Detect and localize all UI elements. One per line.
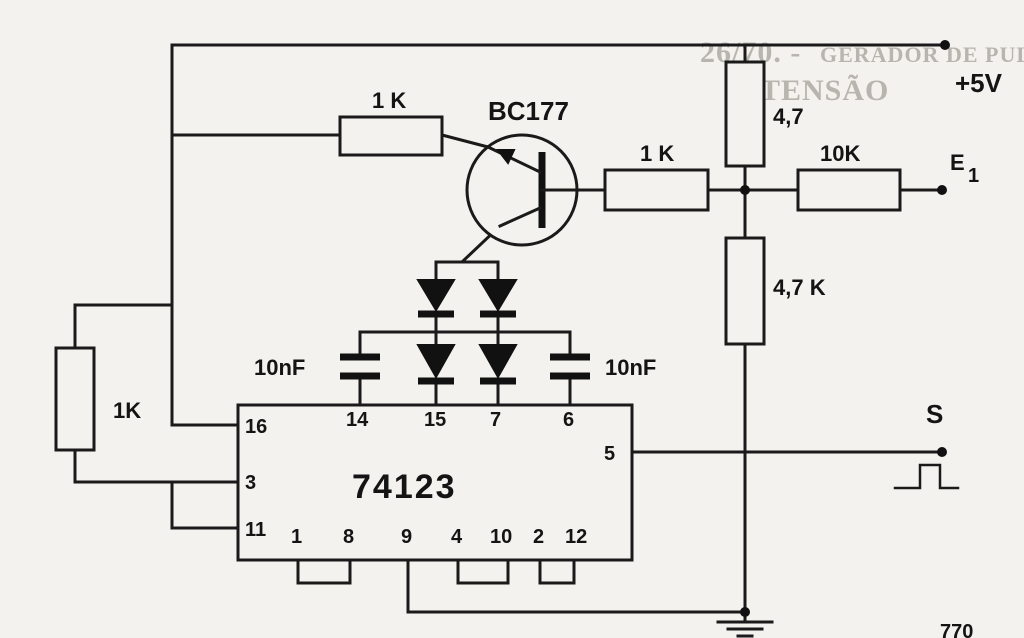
label-e1: E [950, 150, 965, 175]
label-r-4-7k: 4,7 K [773, 275, 826, 300]
diode-2 [478, 279, 518, 318]
diode-triangle-icon [478, 279, 518, 312]
ic-pin-6: 6 [563, 409, 574, 431]
ic-pin-4: 4 [451, 526, 463, 548]
label-transistor: BC177 [488, 96, 569, 126]
ic-pin-14: 14 [346, 409, 369, 431]
wire-to-r-left [73, 303, 174, 350]
junction-dot [740, 185, 750, 195]
resistor-1k-base [603, 168, 710, 212]
label-r-top: 1 K [372, 88, 406, 113]
jumper-1-8 [296, 558, 352, 585]
ic-pin-3: 3 [245, 472, 256, 494]
label-output: S [926, 399, 943, 429]
label-cap-left: 10nF [254, 355, 305, 380]
label-cap-right: 10nF [605, 355, 656, 380]
label-r-4-7: 4,7 [773, 104, 804, 129]
ic-pin-5: 5 [604, 443, 615, 465]
capacitor-left [340, 353, 380, 380]
ic-pin-11: 11 [245, 519, 266, 541]
terminal-vcc [940, 40, 950, 50]
resistor-10k [796, 168, 902, 212]
wire-r-left-to-pin3 [73, 448, 240, 484]
ic-pin-7: 7 [490, 409, 501, 431]
resistor-4-7 [724, 60, 766, 168]
ic-74123-body [236, 403, 634, 562]
wires [73, 43, 947, 624]
label-r-10k: 10K [820, 141, 860, 166]
diode-triangle-icon [478, 344, 518, 380]
ic-pin-10: 10 [490, 526, 512, 548]
diode-triangle-icon [416, 344, 456, 380]
capacitor-right [550, 353, 590, 380]
ic-name: 74123 [352, 468, 457, 506]
label-r-left: 1K [113, 398, 141, 423]
ic-pin-15: 15 [424, 409, 446, 431]
ghost-heading-2: TENSÃO [760, 74, 889, 107]
vcc-bus-to-pin16 [170, 43, 240, 427]
resistor-4-7k [724, 236, 766, 346]
jumper-4-10 [456, 558, 510, 585]
diode-1 [416, 279, 456, 318]
ground-icon [716, 620, 774, 638]
terminal-e1 [937, 185, 947, 195]
junction-dot [740, 607, 750, 617]
ic-pin-1: 1 [291, 526, 302, 548]
label-e1-sub: 1 [968, 165, 979, 187]
emitter-arrow-icon [495, 149, 516, 165]
resistor-1k-top [338, 115, 444, 157]
wire-collector-left [434, 223, 503, 282]
resistor-1k-left [54, 346, 96, 452]
diode-triangle-icon [416, 279, 456, 312]
label-r-base: 1 K [640, 141, 674, 166]
ic-pin-8: 8 [343, 526, 354, 548]
transistor-bc177 [465, 133, 580, 247]
ic-pin-9: 9 [401, 526, 412, 548]
diode-3 [416, 344, 456, 385]
diode-4 [478, 344, 518, 385]
wire-pin3-pin11 [170, 480, 240, 530]
ic-pin-12: 12 [565, 526, 587, 548]
label-vcc: +5V [955, 68, 1003, 98]
transistor-collector [498, 206, 542, 228]
wire-collector-right [460, 260, 500, 282]
pulse-waveform-icon [893, 463, 960, 490]
label-page-corner: 770 [940, 621, 973, 638]
transistor-emitter [485, 144, 543, 175]
ic-pin-2: 2 [533, 526, 544, 548]
jumper-2-12 [538, 558, 576, 585]
terminal-output [937, 447, 947, 457]
wire-r-top-to-emitter [440, 133, 490, 149]
ic-pin-16: 16 [245, 416, 267, 438]
wire-pin9-ground [406, 558, 747, 614]
